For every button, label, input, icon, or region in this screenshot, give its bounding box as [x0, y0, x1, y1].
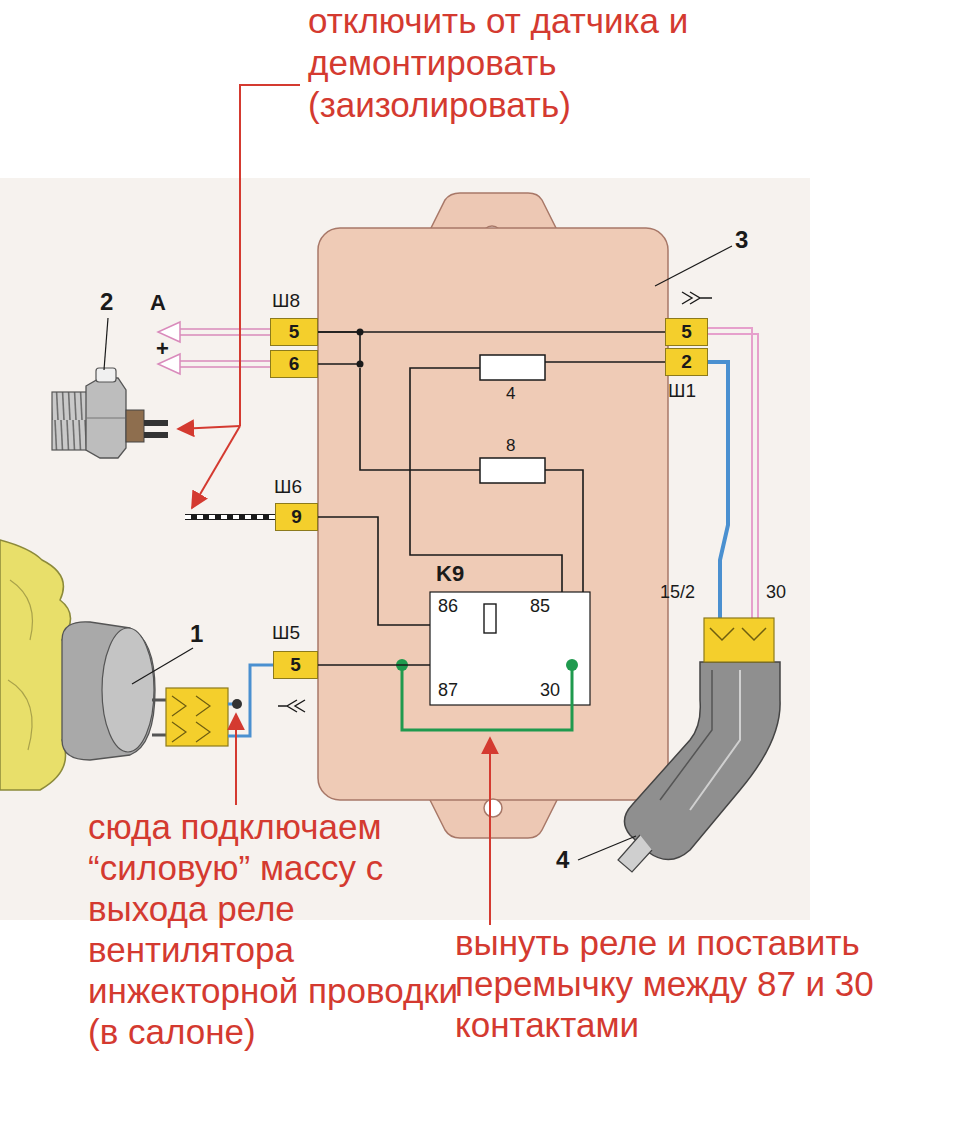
- connector-pin: 5: [273, 651, 318, 679]
- mount-hole: [484, 799, 502, 817]
- relay-box: [430, 592, 590, 705]
- connector-name: Ш8: [272, 290, 300, 312]
- red-leader: [235, 714, 237, 805]
- pin-number: 2: [681, 351, 692, 373]
- jumper-wire: [402, 665, 572, 730]
- pin-number: 6: [289, 353, 300, 375]
- wire-end: [185, 514, 275, 520]
- wire-connector: [318, 517, 430, 625]
- callout-number: 3: [735, 226, 748, 254]
- wire-connector: [318, 332, 360, 364]
- connector-name: Ш6: [274, 476, 302, 498]
- ground-point: [232, 699, 242, 709]
- ignition-switch: [618, 618, 780, 872]
- callout-number: 2: [100, 288, 113, 316]
- connector-pin: 2: [665, 348, 708, 376]
- wire-connector: [318, 664, 430, 666]
- wire-connector: [318, 331, 665, 333]
- leader-line: [104, 318, 108, 370]
- relay-k9: K9 86 85 87 30: [430, 560, 590, 705]
- connector-name: Ш1: [668, 380, 696, 402]
- connector-symbol: [278, 700, 305, 712]
- connector-pin: 5: [270, 318, 318, 346]
- red-leader: [489, 738, 491, 925]
- fuse-number: 4: [506, 384, 515, 404]
- fuse-number: 8: [506, 436, 515, 456]
- pin-number: 9: [291, 506, 302, 528]
- pin-number: 5: [290, 654, 301, 676]
- leader-line: [132, 648, 193, 684]
- terminal-name: 15/2: [660, 582, 695, 603]
- blue-wire: [708, 362, 728, 620]
- fuse-symbol: [480, 458, 545, 483]
- pin-number: 5: [289, 321, 300, 343]
- fuse-symbol: [480, 355, 545, 380]
- fan-wire: [228, 665, 273, 736]
- relay-name: K9: [436, 564, 464, 584]
- jumper-dot: [566, 659, 578, 671]
- relay-block-housing: [318, 228, 668, 800]
- wire-end: [185, 515, 275, 519]
- pin-number: 85: [530, 596, 550, 616]
- pin-number: 86: [438, 596, 458, 616]
- instruction-note: вынуть реле и поставить перемычку между …: [455, 922, 955, 1045]
- terminal-name: 30: [766, 582, 786, 603]
- output-name: A: [150, 290, 166, 315]
- pin-number: 30: [540, 680, 560, 700]
- leader-line: [578, 836, 636, 860]
- red-leader: [178, 85, 300, 508]
- connector-pin: 6: [270, 350, 318, 378]
- leader-line: [655, 246, 732, 286]
- connector-symbol: [682, 292, 712, 304]
- fan-connector: [166, 688, 228, 746]
- callout-number: 4: [556, 846, 569, 874]
- pink-wire: [708, 334, 758, 620]
- fan-motor: [0, 540, 168, 790]
- pin-number: 5: [681, 321, 692, 343]
- pin-number: 87: [438, 680, 458, 700]
- instruction-note: сюда подключаем “силовую” массу с выхода…: [88, 806, 460, 1052]
- connector-pin: 5: [665, 318, 708, 346]
- connector-name: Ш5: [272, 622, 300, 644]
- connector-pin: 9: [275, 503, 318, 531]
- pink-wire: [708, 328, 752, 620]
- temperature-sensor: [52, 368, 168, 458]
- output-arrows: [158, 322, 270, 374]
- relay-coil: [484, 604, 496, 633]
- polarity-sign: +: [156, 336, 169, 361]
- callout-number: 1: [190, 620, 203, 648]
- instruction-note: отключить от датчика и демонтировать (за…: [308, 0, 748, 126]
